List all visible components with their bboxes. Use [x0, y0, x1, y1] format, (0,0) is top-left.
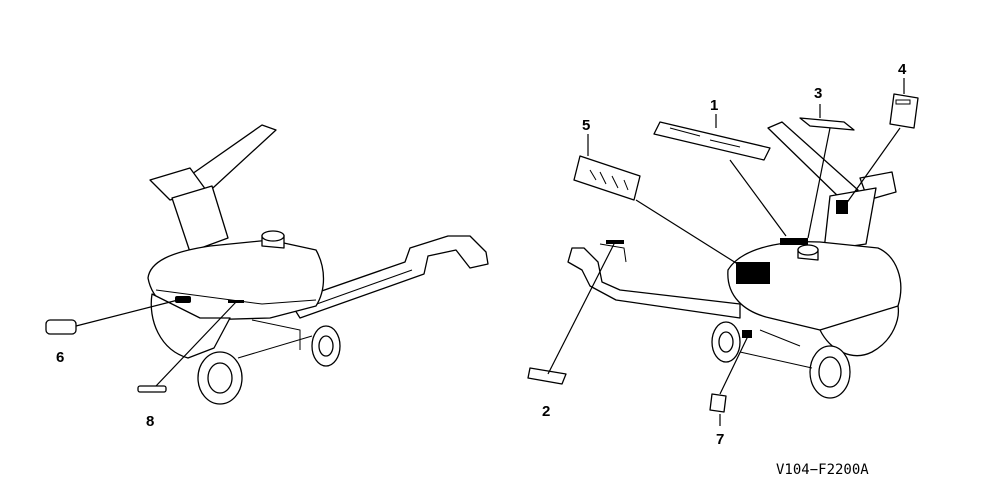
- loose-parts: [45, 93, 919, 413]
- callout-8: 8: [146, 413, 154, 430]
- callout-7: 7: [716, 431, 724, 448]
- leader-lines: [75, 78, 905, 426]
- reference-code: V104−F2200A: [776, 462, 869, 478]
- callout-6: 6: [56, 349, 64, 366]
- callout-3: 3: [814, 85, 822, 102]
- snowblower-right: [567, 121, 902, 399]
- snowblower-left: [147, 124, 489, 405]
- callouts: 1 2 3 4 5 6 7 8: [56, 61, 907, 448]
- callout-1: 1: [710, 97, 718, 114]
- callout-4: 4: [898, 61, 907, 78]
- callout-2: 2: [542, 403, 550, 420]
- callout-5: 5: [582, 117, 590, 134]
